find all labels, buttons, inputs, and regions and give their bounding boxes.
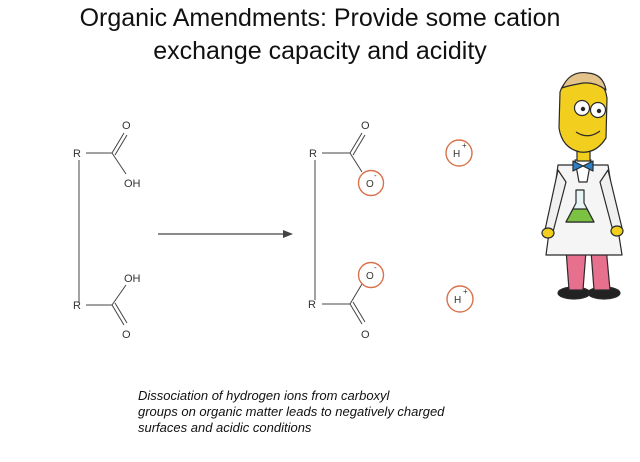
hydrogen-ion-top: H +	[445, 139, 473, 167]
left-top-r-label: R	[73, 148, 81, 160]
caption-line-2: groups on organic matter leads to negati…	[138, 404, 445, 419]
hydrogen-ion-bottom: H +	[446, 285, 474, 313]
carboxylate-anion-top: O -	[357, 169, 385, 197]
left-bottom-co-bond-2	[114, 302, 128, 324]
right-top-co-bond-1	[349, 132, 363, 154]
caption-line-1: Dissociation of hydrogen ions from carbo…	[138, 388, 390, 403]
right-top-co-bond-2	[352, 134, 366, 156]
right-bottom-co-minus-bond	[349, 283, 363, 305]
figure-caption: Dissociation of hydrogen ions from carbo…	[138, 388, 598, 436]
highlight-circle	[445, 139, 473, 167]
right-top-r-label: R	[309, 148, 317, 160]
slide-title: Organic Amendments: Provide some cation …	[0, 2, 640, 68]
left-bottom-r-label: R	[73, 300, 81, 312]
minus-sign: -	[374, 263, 377, 272]
left-top-oh-label: OH	[124, 178, 141, 190]
right-top-co-minus-bond	[349, 152, 363, 173]
minus-sign: -	[374, 171, 377, 180]
left-bottom-oh-label: OH	[124, 273, 141, 285]
plus-sign: +	[463, 287, 468, 296]
h-label: H	[453, 149, 460, 160]
plus-sign: +	[462, 141, 467, 150]
reaction-arrow	[158, 230, 293, 238]
left-molecule	[78, 132, 128, 326]
left-top-o-label: O	[122, 120, 131, 132]
left-top-coh-bond	[111, 152, 127, 175]
slide-title-line-1: Organic Amendments: Provide some cation	[79, 4, 561, 32]
right-bottom-co-bond-1	[349, 303, 363, 325]
carboxylate-anion-bottom: O -	[357, 261, 385, 289]
o-minus-label: O	[366, 271, 374, 282]
right-bottom-co-bond-2	[352, 301, 366, 323]
h-label: H	[454, 295, 461, 306]
right-bottom-o-label: O	[361, 329, 370, 341]
left-molecule-labels: R O OH R OH O	[73, 120, 141, 341]
caption-line-3: surfaces and acidic conditions	[138, 420, 312, 435]
scientist-cartoon-icon	[541, 71, 624, 300]
highlight-circle	[357, 261, 385, 289]
left-bottom-coh-bond	[111, 284, 127, 306]
left-bottom-co-bond-1	[111, 304, 125, 326]
right-molecule	[314, 132, 366, 325]
highlight-circle	[446, 285, 474, 313]
slide-title-line-2: exchange capacity and acidity	[153, 37, 487, 65]
left-top-co-bond-1	[111, 132, 125, 154]
left-top-co-bond-2	[114, 134, 128, 156]
o-minus-label: O	[366, 179, 374, 190]
highlight-circle	[357, 169, 385, 197]
right-molecule-labels: R O R O	[308, 120, 370, 341]
left-bottom-o-label: O	[122, 329, 131, 341]
right-top-o-label: O	[361, 120, 370, 132]
right-bottom-r-label: R	[308, 299, 316, 311]
